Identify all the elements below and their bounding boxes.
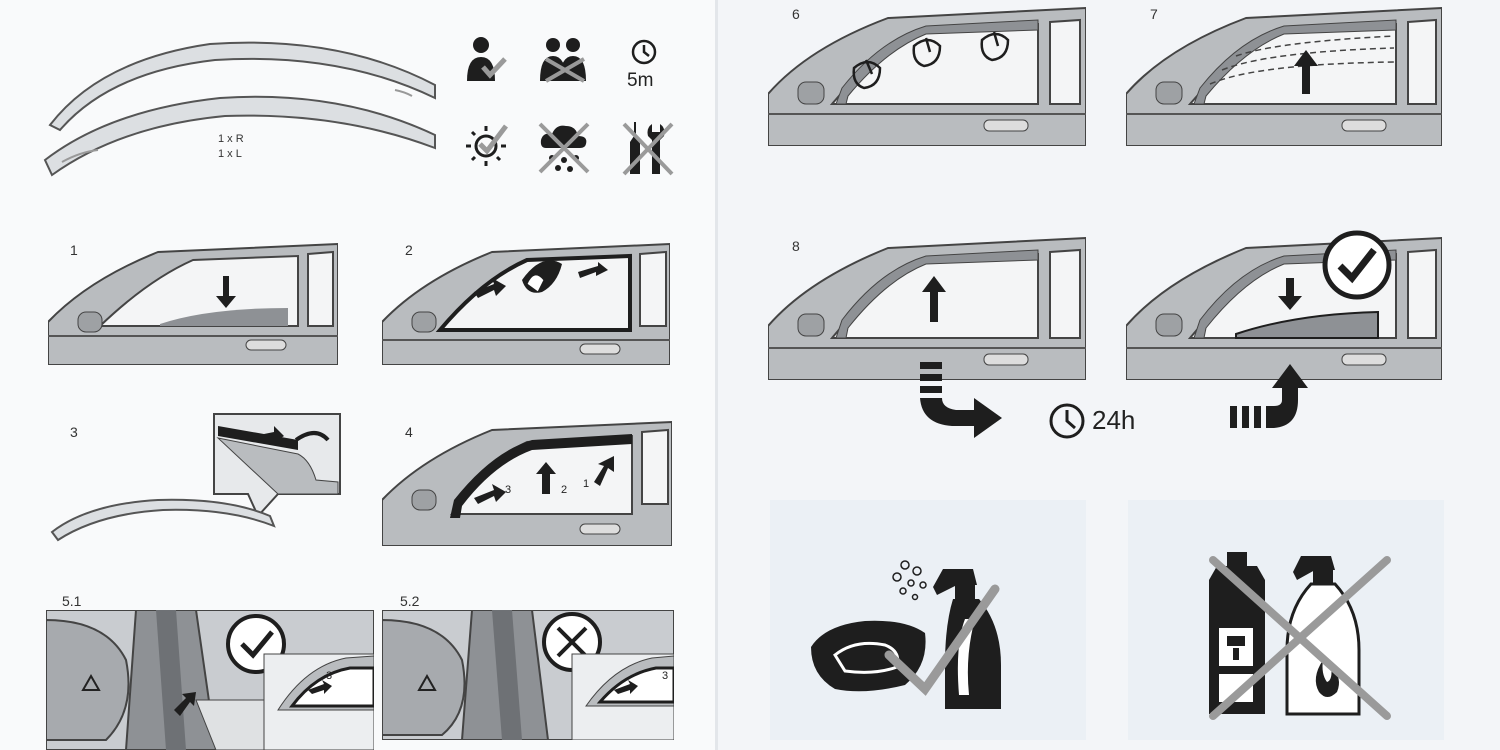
step-5-1-inset-label: 3 xyxy=(326,670,333,682)
step-8-wait-arrow xyxy=(912,358,1004,440)
part-count-right: 1 x R xyxy=(218,133,244,145)
step-8-final-check-icon xyxy=(1320,228,1394,302)
step-2-number: 2 xyxy=(405,242,413,258)
step-1-number: 1 xyxy=(70,242,78,258)
step-3-number: 3 xyxy=(70,424,78,440)
step-4-arrow-1-label: 1 xyxy=(583,478,590,490)
step-7-close-window-illustration xyxy=(1126,4,1442,146)
wait-time-label: 24h xyxy=(1092,405,1136,435)
clock-icon xyxy=(628,38,660,66)
tools-crossed-icon xyxy=(620,118,674,176)
step-5-1-correct-fit-illustration xyxy=(46,610,374,750)
step-6-raise-window-illustration xyxy=(768,4,1086,146)
two-person-crossed-icon xyxy=(540,35,588,83)
step-6-number: 6 xyxy=(792,6,800,22)
solvent-and-flammable-forbidden-icon xyxy=(1205,550,1395,720)
care-ok-background xyxy=(770,500,1086,740)
step-5-2-inset-label: 3 xyxy=(662,670,669,682)
wait-clock-icon xyxy=(1048,398,1086,442)
part-count-left: 1 x L xyxy=(218,148,242,160)
step-4-number: 4 xyxy=(405,424,413,440)
step-8-return-arrow xyxy=(1228,360,1308,430)
step-7-number: 7 xyxy=(1150,6,1158,22)
step-4-insert-deflector-illustration xyxy=(382,418,672,546)
step-4-arrow-2-label: 2 xyxy=(561,484,568,496)
step-8-window-up-illustration xyxy=(768,234,1086,380)
step-5-2-incorrect-fit-illustration xyxy=(382,610,674,740)
step-2-clean-window-illustration xyxy=(382,240,670,365)
sun-check-icon xyxy=(462,118,512,168)
step-1-lower-window-illustration xyxy=(48,240,338,365)
time-required-label: 5m xyxy=(627,70,654,91)
one-person-icon xyxy=(465,35,507,83)
cloth-and-spray-allowed-icon xyxy=(805,555,1015,715)
step-8-window-down-illustration xyxy=(1126,234,1442,380)
step-3-remove-tape-illustration xyxy=(48,410,348,545)
deflector-parts-illustration xyxy=(40,30,440,190)
step-5-2-number: 5.2 xyxy=(400,593,420,609)
step-5-1-number: 5.1 xyxy=(62,593,82,609)
step-4-arrow-3-label: 3 xyxy=(505,484,512,496)
step-8-number: 8 xyxy=(792,238,800,254)
rain-crossed-icon xyxy=(538,118,590,174)
page-gutter xyxy=(715,0,718,750)
